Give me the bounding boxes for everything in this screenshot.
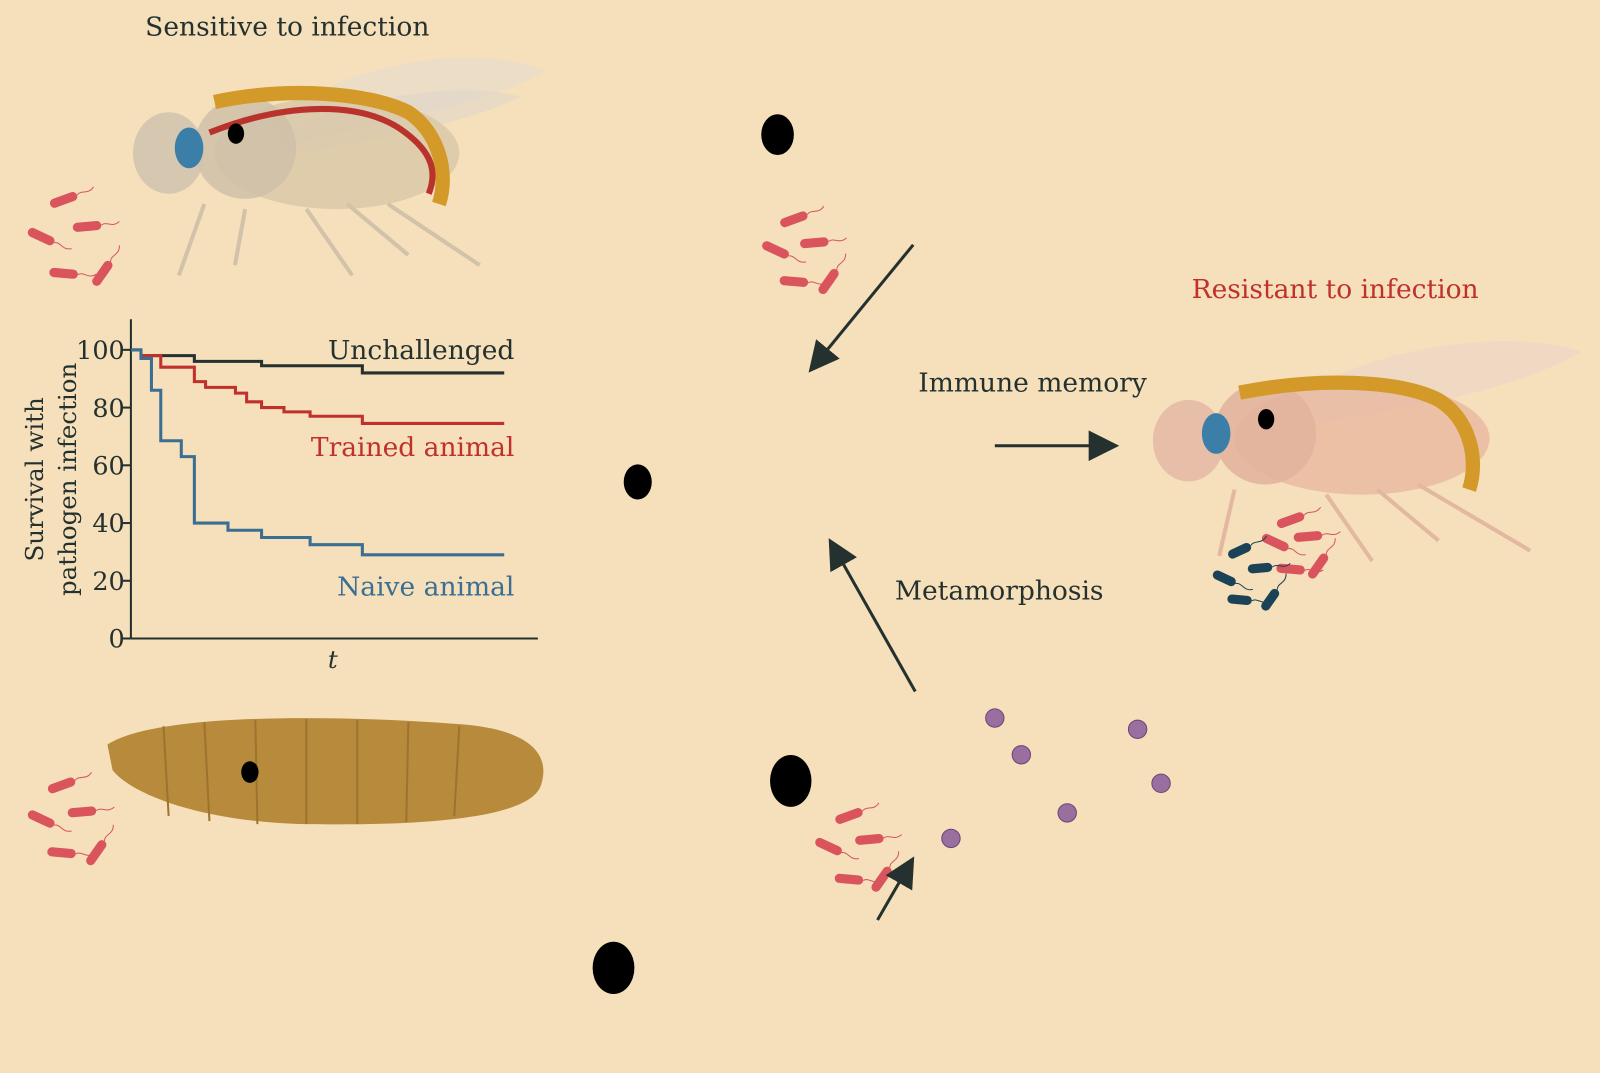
x-axis-label: t	[328, 645, 338, 674]
series-line-naive-animal	[130, 348, 505, 557]
healthy-larval-gut	[653, 104, 1186, 187]
y-axis-label-line-2: pathogen infection	[53, 363, 82, 596]
larva-illustration	[107, 718, 544, 825]
trained-adult-gut	[530, 455, 989, 527]
resistant-fly-illustration	[1152, 341, 1582, 563]
legend-naive-animal: Naive animal	[337, 572, 514, 603]
survival-chart: 0 20 40 60 80 100 Survival with pathogen infe…	[20, 319, 538, 674]
label-resistant: Resistant to infection	[1192, 274, 1479, 305]
bacteria-cluster-top-center	[760, 203, 852, 297]
label-sensitive: Sensitive to infection	[145, 12, 429, 43]
y-tick-label: 0	[109, 625, 125, 655]
bacteria-cluster-top-left	[25, 183, 126, 289]
infected-larval-gut	[632, 742, 1309, 847]
bacteria-cluster-larva	[25, 769, 120, 868]
infected-gut-lesions	[941, 708, 1171, 849]
y-tick-label: 40	[92, 509, 124, 539]
y-tick-label: 80	[92, 394, 124, 424]
y-axis-label-line-1: Survival with	[20, 397, 49, 561]
legend-trained-animal: Trained animal	[311, 432, 515, 463]
arrow-infection-to-trained	[808, 243, 915, 373]
label-metamorphosis: Metamorphosis	[895, 576, 1104, 607]
naive-larval-gut	[454, 929, 1136, 1035]
label-immune-memory: Immune memory	[918, 368, 1147, 399]
series-line-trained-animal	[140, 354, 505, 425]
arrow-infection-of-larva	[876, 856, 915, 921]
bacteria-cluster-infected-gut	[813, 799, 905, 895]
y-tick-label: 100	[76, 336, 125, 366]
arrow-metamorphosis	[828, 538, 917, 693]
bacteria-cluster-resistant	[1210, 504, 1342, 613]
legend-unchallenged: Unchallenged	[328, 335, 514, 366]
sensitive-fly-illustration	[132, 57, 547, 277]
y-tick-label: 20	[92, 567, 124, 597]
y-tick-label: 60	[92, 451, 124, 481]
